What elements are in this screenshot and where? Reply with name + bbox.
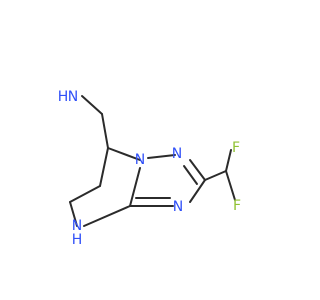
- bond-c3a-n1: [129, 167, 141, 207]
- atom-fluorine-top: F: [232, 140, 240, 156]
- bond-n2-c2-b: [183, 165, 198, 185]
- atom-ring-n-lower: N: [173, 199, 183, 215]
- atom-ring-n-bridge: N: [135, 152, 145, 168]
- atom-ring-nh-h: H: [72, 232, 83, 248]
- bond-c5-n4: [69, 201, 78, 227]
- structure-svg: H N N N N N H F F: [58, 89, 241, 248]
- bond-n4-c3a: [83, 205, 131, 227]
- atom-ring-nh-n: N: [72, 218, 82, 234]
- bond-n1-n2: [147, 154, 176, 159]
- bond-n2-c2-a: [189, 159, 206, 181]
- bond-ch2-c7: [101, 113, 109, 149]
- bond-c2-chf2: [204, 170, 227, 181]
- bond-chf2-f-top: [225, 149, 232, 172]
- atoms: H N N N N N H F F: [58, 89, 241, 248]
- bond-amine-ch2: [81, 95, 103, 115]
- molecule-diagram: H N N N N N H F F: [58, 89, 241, 248]
- atom-amine-h2-h: H: [58, 89, 69, 105]
- bond-c7-c6: [99, 147, 109, 187]
- bond-c7-n1: [107, 147, 141, 161]
- bond-c2-n3: [189, 179, 206, 203]
- atom-amine-h2-n: N: [68, 89, 78, 105]
- bond-c6-c5: [69, 185, 101, 203]
- atom-fluorine-bottom: F: [233, 198, 241, 214]
- bonds: [69, 95, 236, 227]
- bond-chf2-f-bottom: [225, 170, 236, 201]
- atom-ring-n-upper: N: [172, 146, 182, 162]
